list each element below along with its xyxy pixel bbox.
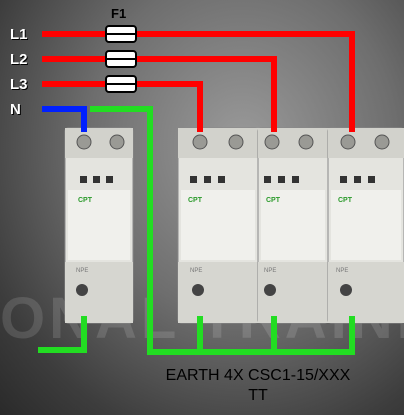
module-3-model: NPE <box>264 268 276 274</box>
fuse-f1-l2 <box>105 50 137 68</box>
line-label-l2: L2 <box>10 51 28 68</box>
earth-wires <box>38 106 355 355</box>
module-1-brand: CPT <box>78 197 93 204</box>
module-1-model: NPE <box>76 268 88 274</box>
module-2-model: NPE <box>190 268 202 274</box>
line-label-l3: L3 <box>10 76 28 93</box>
wire-l3 <box>42 81 203 132</box>
spd-module-2 <box>177 127 259 324</box>
wire-earth-bus <box>90 106 355 355</box>
fuse-f1-l1 <box>105 25 137 43</box>
wire-n <box>42 106 87 132</box>
module-4-model: NPE <box>336 268 348 274</box>
spd-module-4 <box>327 127 404 324</box>
line-label-n: N <box>10 101 21 118</box>
caption-line-2: TT <box>248 387 268 404</box>
wire-earth-4 <box>38 316 87 353</box>
module-3-brand: CPT <box>266 197 281 204</box>
module-4-brand: CPT <box>338 197 353 204</box>
spd-module-3 <box>257 127 329 324</box>
module-2-brand: CPT <box>188 197 203 204</box>
spd-module-1 <box>64 127 134 324</box>
wire-l1 <box>42 31 355 132</box>
caption: EARTH 4X CSC1-15/XXX TT <box>118 366 398 406</box>
caption-line-1: EARTH 4X CSC1-15/XXX <box>165 367 351 384</box>
fuse-f1-l3 <box>105 75 137 93</box>
wire-l2 <box>42 56 277 132</box>
line-label-l1: L1 <box>10 26 28 43</box>
fuse-label: F1 <box>111 6 127 21</box>
phase-wires <box>42 31 355 132</box>
